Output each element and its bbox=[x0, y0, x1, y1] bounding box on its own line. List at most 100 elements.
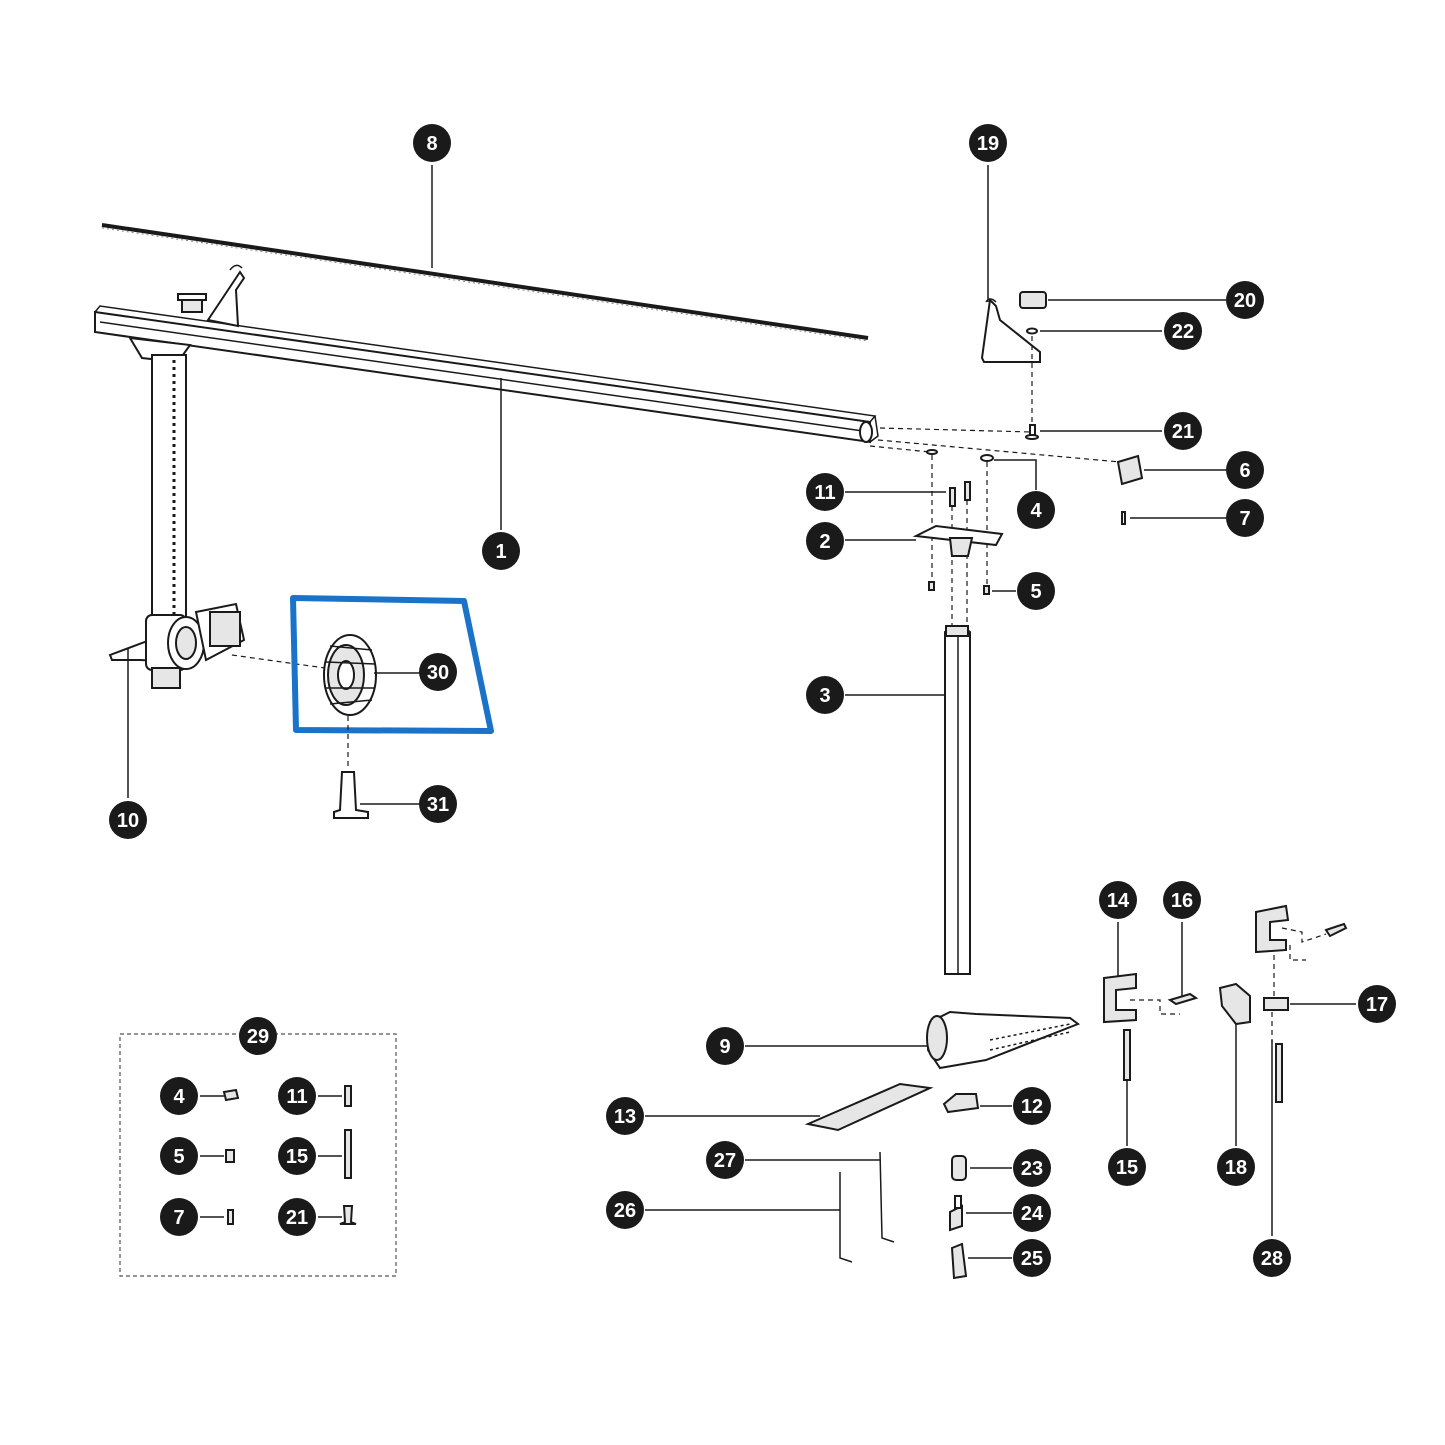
highlight-box bbox=[290, 595, 494, 734]
kit-callout-4-circle bbox=[160, 1077, 198, 1115]
part-rail-hook bbox=[177, 264, 246, 328]
callout-21-label: 21 bbox=[1172, 421, 1194, 443]
part-clamp-assembly-17 bbox=[1255, 904, 1356, 1236]
callout-2-circle bbox=[806, 522, 844, 560]
kit-callout-15-label: 15 bbox=[286, 1146, 308, 1168]
callout-6-circle bbox=[1226, 451, 1264, 489]
part-knob bbox=[1019, 291, 1226, 309]
callout-20-label: 20 bbox=[1234, 290, 1256, 312]
callout-6: 6 bbox=[1226, 451, 1264, 489]
kit-callout-29-label: 29 bbox=[247, 1026, 269, 1048]
kit-callout-5-label: 5 bbox=[173, 1146, 184, 1168]
kit-callout-5-circle bbox=[160, 1137, 198, 1175]
part-left-post bbox=[128, 336, 192, 626]
kit-callout-5: 5 bbox=[160, 1137, 198, 1175]
callout-12-circle bbox=[1013, 1087, 1051, 1125]
kit-callout-4-label: 4 bbox=[173, 1086, 185, 1108]
callout-28: 28 bbox=[1253, 1239, 1291, 1277]
callout-21: 21 bbox=[1164, 412, 1202, 450]
part-knob-wheel bbox=[323, 634, 420, 716]
kit-callout-15: 15 bbox=[278, 1137, 316, 1175]
callout-26-label: 26 bbox=[614, 1200, 636, 1222]
callout-17-label: 17 bbox=[1366, 994, 1388, 1016]
kit-callout-11-circle bbox=[278, 1077, 316, 1115]
callout-22-label: 22 bbox=[1172, 321, 1194, 343]
callout-4: 4 bbox=[1017, 491, 1055, 529]
part-foot-base bbox=[745, 1010, 1081, 1070]
part-screws-11 bbox=[845, 449, 971, 625]
callout-28-label: 28 bbox=[1261, 1248, 1283, 1270]
part-hex-keys bbox=[645, 1151, 895, 1263]
callout-7-label: 7 bbox=[1239, 508, 1250, 530]
callout-24-circle bbox=[1013, 1194, 1051, 1232]
kit-callout-7-label: 7 bbox=[173, 1207, 184, 1229]
kit-callout-4: 4 bbox=[160, 1077, 198, 1115]
callout-4-label: 4 bbox=[1030, 500, 1042, 522]
callout-26: 26 bbox=[606, 1191, 644, 1229]
part-upright-post bbox=[845, 624, 971, 975]
callout-22-circle bbox=[1164, 312, 1202, 350]
callout-16: 16 bbox=[1163, 881, 1201, 919]
callout-3: 3 bbox=[806, 676, 844, 714]
callout-4-circle bbox=[1017, 491, 1055, 529]
callout-5-label: 5 bbox=[1030, 581, 1041, 603]
callout-24-label: 24 bbox=[1021, 1203, 1044, 1225]
callout-11-circle bbox=[806, 473, 844, 511]
callout-13-label: 13 bbox=[614, 1106, 636, 1128]
callout-20-circle bbox=[1226, 281, 1264, 319]
callout-15-circle bbox=[1108, 1148, 1146, 1186]
callout-16-label: 16 bbox=[1171, 890, 1193, 912]
callout-30-label: 30 bbox=[427, 662, 449, 684]
callout-17-circle bbox=[1358, 985, 1396, 1023]
part-main-rail bbox=[94, 305, 879, 444]
callout-15: 15 bbox=[1108, 1148, 1146, 1186]
callout-17: 17 bbox=[1358, 985, 1396, 1023]
kit-callout-29-circle bbox=[239, 1017, 277, 1055]
callout-25-label: 25 bbox=[1021, 1248, 1043, 1270]
callout-23-label: 23 bbox=[1021, 1158, 1043, 1180]
callout-13-circle bbox=[606, 1097, 644, 1135]
callout-31: 31 bbox=[419, 785, 457, 823]
part-clamp-bracket bbox=[1103, 922, 1180, 1024]
part-pad bbox=[645, 1082, 934, 1132]
part-key bbox=[949, 1195, 1012, 1232]
callout-5: 5 bbox=[1017, 572, 1055, 610]
part-strip bbox=[101, 223, 869, 342]
callout-31-circle bbox=[419, 785, 457, 823]
part-nut-4 bbox=[980, 454, 1037, 586]
callout-21-circle bbox=[1164, 412, 1202, 450]
part-screws-5 bbox=[928, 581, 1016, 595]
kit-callout-21-label: 21 bbox=[286, 1207, 308, 1229]
callout-10: 10 bbox=[109, 801, 147, 839]
callout-9: 9 bbox=[706, 1027, 744, 1065]
kit-callout-11: 11 bbox=[278, 1077, 316, 1115]
kit-callout-15-circle bbox=[278, 1137, 316, 1175]
part-t-bolt bbox=[333, 771, 420, 819]
callout-8-circle bbox=[413, 124, 451, 162]
callout-1-label: 1 bbox=[495, 541, 506, 563]
callout-9-circle bbox=[706, 1027, 744, 1065]
callout-20: 20 bbox=[1226, 281, 1264, 319]
part-spring-lock bbox=[950, 1242, 1012, 1280]
callout-27: 27 bbox=[706, 1141, 744, 1179]
kit-callout-11-label: 11 bbox=[286, 1086, 307, 1108]
callout-6-label: 6 bbox=[1239, 460, 1250, 482]
kit-callout-21: 21 bbox=[278, 1198, 316, 1236]
callout-15-label: 15 bbox=[1116, 1157, 1138, 1179]
callout-1: 1 bbox=[482, 532, 520, 570]
kit-callout-7: 7 bbox=[160, 1198, 198, 1236]
kit-parts bbox=[200, 1085, 357, 1225]
callout-7: 7 bbox=[1226, 499, 1264, 537]
callout-27-label: 27 bbox=[714, 1150, 736, 1172]
callout-25-circle bbox=[1013, 1239, 1051, 1277]
callout-8-label: 8 bbox=[426, 133, 437, 155]
callout-28-circle bbox=[1253, 1239, 1291, 1277]
callout-2: 2 bbox=[806, 522, 844, 560]
callout-5-circle bbox=[1017, 572, 1055, 610]
callout-3-circle bbox=[806, 676, 844, 714]
callout-24: 24 bbox=[1013, 1194, 1051, 1232]
callout-18-circle bbox=[1217, 1148, 1255, 1186]
kit-callout-29: 29 bbox=[239, 1017, 277, 1055]
